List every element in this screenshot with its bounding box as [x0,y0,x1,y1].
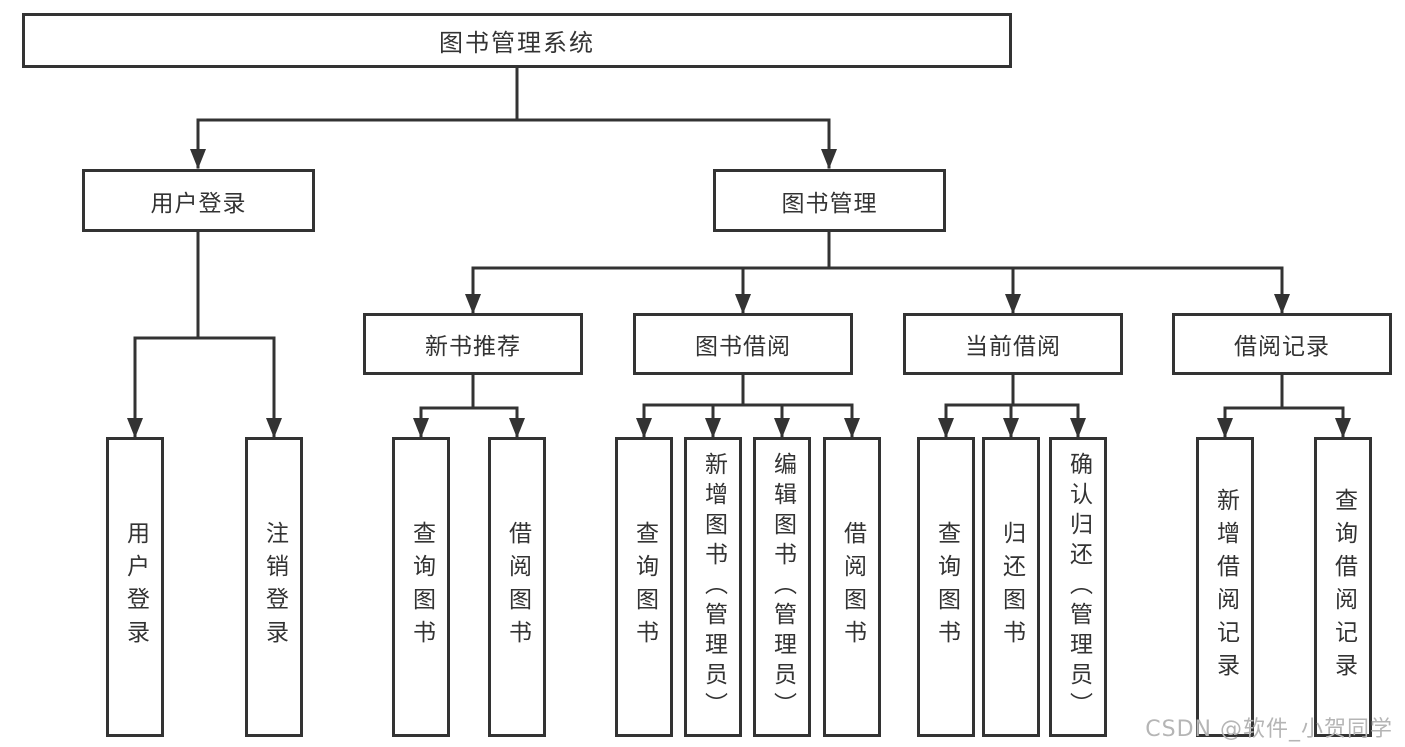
leaf-borrow-books-borrowing: 借阅图书 [823,437,881,737]
node-label: 用户登录 [122,521,149,653]
node-label: 新增借阅记录 [1212,488,1239,686]
leaf-edit-books-admin: 编辑图书（管理员） [753,437,811,737]
watermark: CSDN @软件_小贺同学 [1145,717,1393,742]
leaf-query-books-borrowing: 查询图书 [615,437,673,737]
node-label: 查询图书 [408,521,435,653]
node-label: 查询图书 [933,521,960,653]
leaf-confirm-return-admin: 确认归还（管理员） [1049,437,1107,737]
node-label: 确认归还（管理员） [1065,452,1092,722]
node-label: 图书管理 [781,190,878,217]
node-label: 查询借阅记录 [1330,488,1357,686]
leaf-return-books: 归还图书 [982,437,1040,737]
node-library-management-system: 图书管理系统 [22,13,1012,68]
node-label: 图书管理系统 [439,29,595,57]
node-label: 图书借阅 [695,334,791,360]
node-label: 借阅记录 [1234,334,1330,360]
node-new-book-recommendation: 新书推荐 [363,313,583,375]
leaf-user-login: 用户登录 [106,437,164,737]
node-label: 归还图书 [998,521,1025,653]
node-book-management: 图书管理 [713,169,946,232]
node-label: 当前借阅 [965,334,1061,360]
node-borrowing-records: 借阅记录 [1172,313,1392,375]
node-label: 注销登录 [261,521,288,653]
node-book-borrowing: 图书借阅 [633,313,853,375]
leaf-query-books-current: 查询图书 [917,437,975,737]
node-label: 编辑图书（管理员） [769,452,796,722]
connector-arrows [127,118,1351,438]
node-label: 借阅图书 [504,521,531,653]
node-user-login: 用户登录 [82,169,315,232]
node-current-borrowing: 当前借阅 [903,313,1123,375]
leaf-borrow-books-recommend: 借阅图书 [488,437,546,737]
node-label: 用户登录 [150,190,247,217]
node-label: 查询图书 [631,521,658,653]
leaf-query-borrow-record: 查询借阅记录 [1314,437,1372,737]
node-label: 借阅图书 [839,521,866,653]
leaf-logout: 注销登录 [245,437,303,737]
leaf-query-books-recommend: 查询图书 [392,437,450,737]
node-label: 新增图书（管理员） [700,452,727,722]
leaf-add-borrow-record: 新增借阅记录 [1196,437,1254,737]
leaf-add-books-admin: 新增图书（管理员） [684,437,742,737]
node-label: 新书推荐 [425,334,521,360]
connector-trunks [133,66,1345,410]
